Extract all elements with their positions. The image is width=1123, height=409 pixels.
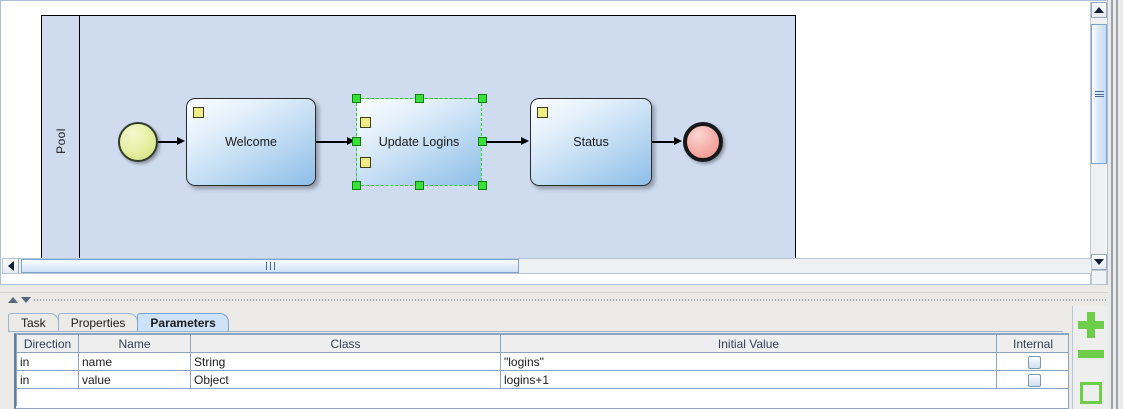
canvas-horizontal-scrollbar[interactable] bbox=[2, 258, 1092, 274]
splitter-grip bbox=[34, 299, 1117, 301]
column-header-internal[interactable]: Internal bbox=[996, 334, 1068, 353]
column-header-name[interactable]: Name bbox=[78, 334, 191, 353]
horizontal-scrollbar-thumb[interactable] bbox=[21, 259, 519, 273]
task-type-marker-icon bbox=[360, 157, 371, 168]
task-node-status[interactable]: Status bbox=[530, 98, 652, 186]
sequence-flow-status-end[interactable] bbox=[652, 141, 676, 143]
parameters-table: Direction Name Class Initial Value Inter… bbox=[16, 334, 1068, 406]
task-node-update-logins[interactable]: Update Logins bbox=[356, 98, 482, 186]
chevron-left-icon bbox=[7, 261, 14, 271]
sequence-flow-arrow bbox=[177, 137, 185, 145]
cell-name[interactable]: name bbox=[78, 352, 191, 371]
pool-header: Pool bbox=[42, 16, 80, 269]
column-header-initial-value[interactable]: Initial Value bbox=[500, 334, 997, 353]
window-frame-bar bbox=[1116, 0, 1118, 409]
pool-label: Pool bbox=[54, 127, 68, 154]
scroll-down-button[interactable] bbox=[1091, 254, 1107, 270]
vertical-scrollbar-thumb[interactable] bbox=[1091, 24, 1107, 164]
window-right-edge bbox=[1108, 0, 1123, 409]
task-label: Welcome bbox=[225, 135, 277, 149]
cell-initial-value[interactable]: "logins" bbox=[500, 352, 997, 371]
add-parameter-button[interactable] bbox=[1078, 312, 1104, 338]
parameters-table-container[interactable]: Direction Name Class Initial Value Inter… bbox=[14, 333, 1069, 409]
column-header-direction[interactable]: Direction bbox=[16, 334, 79, 353]
grip-icon bbox=[1094, 90, 1104, 99]
cell-class[interactable]: Object bbox=[190, 370, 501, 389]
sequence-flow-arrow bbox=[674, 137, 682, 145]
sequence-flow-arrow bbox=[347, 137, 355, 145]
scrollbar-corner bbox=[1091, 270, 1107, 285]
checkbox-internal[interactable] bbox=[1028, 373, 1041, 387]
cell-direction[interactable]: in bbox=[16, 370, 79, 389]
task-type-marker-icon bbox=[537, 107, 548, 118]
diagram-canvas-panel[interactable]: Pool Welcome Update Logins bbox=[0, 0, 1108, 285]
column-header-class[interactable]: Class bbox=[190, 334, 501, 353]
selection-handle-s[interactable] bbox=[415, 181, 424, 190]
checkbox-internal[interactable] bbox=[1028, 355, 1041, 369]
task-node-welcome[interactable]: Welcome bbox=[186, 98, 316, 186]
canvas-vertical-scrollbar[interactable] bbox=[1090, 2, 1107, 285]
end-event-node[interactable] bbox=[683, 122, 723, 162]
cell-name[interactable]: value bbox=[78, 370, 191, 389]
splitter-collapse-down-icon[interactable] bbox=[21, 297, 31, 303]
tab-task[interactable]: Task bbox=[8, 313, 59, 332]
scroll-left-button[interactable] bbox=[3, 259, 19, 273]
cell-internal[interactable] bbox=[996, 352, 1068, 371]
task-type-marker-icon bbox=[193, 107, 204, 118]
properties-panel: Task Properties Parameters Direction Nam… bbox=[0, 306, 1123, 409]
diagram-canvas[interactable]: Pool Welcome Update Logins bbox=[3, 3, 1090, 274]
chevron-down-icon bbox=[1094, 259, 1104, 265]
grip-icon bbox=[264, 259, 276, 273]
tab-properties[interactable]: Properties bbox=[57, 313, 139, 332]
table-row[interactable]: in name String "logins" bbox=[16, 352, 1068, 371]
remove-parameter-button[interactable] bbox=[1078, 350, 1104, 358]
table-row[interactable]: in value Object logins+1 bbox=[16, 370, 1068, 389]
panel-tabs: Task Properties Parameters bbox=[8, 312, 229, 332]
window-frame-bar bbox=[1111, 0, 1113, 409]
task-label: Update Logins bbox=[378, 135, 460, 149]
selection-handle-n[interactable] bbox=[415, 94, 424, 103]
start-event-node[interactable] bbox=[118, 122, 158, 162]
scroll-up-button[interactable] bbox=[1091, 2, 1107, 18]
sequence-flow-arrow bbox=[521, 137, 529, 145]
empty-space bbox=[16, 388, 1068, 406]
sequence-flow-update-status[interactable] bbox=[486, 141, 522, 143]
selection-handle-sw[interactable] bbox=[352, 181, 361, 190]
sequence-flow-welcome-update[interactable] bbox=[316, 141, 348, 143]
table-empty-area bbox=[16, 388, 1068, 406]
task-type-marker-icon bbox=[360, 117, 371, 128]
cell-internal[interactable] bbox=[996, 370, 1068, 389]
tab-parameters[interactable]: Parameters bbox=[137, 313, 229, 332]
tabs-underline bbox=[8, 331, 1063, 332]
cell-class[interactable]: String bbox=[190, 352, 501, 371]
edit-parameter-button[interactable] bbox=[1080, 382, 1102, 404]
splitter-collapse-up-icon[interactable] bbox=[8, 297, 18, 303]
selection-handle-ne[interactable] bbox=[478, 94, 487, 103]
cell-direction[interactable]: in bbox=[16, 352, 79, 371]
task-label: Status bbox=[573, 135, 609, 149]
selection-handle-se[interactable] bbox=[478, 181, 487, 190]
selection-handle-w[interactable] bbox=[352, 137, 361, 146]
panel-splitter[interactable] bbox=[0, 292, 1123, 306]
parameter-actions-toolbar bbox=[1072, 306, 1108, 409]
chevron-up-icon bbox=[1094, 7, 1104, 13]
cell-initial-value[interactable]: logins+1 bbox=[500, 370, 997, 389]
table-header-row: Direction Name Class Initial Value Inter… bbox=[16, 334, 1068, 353]
selection-handle-nw[interactable] bbox=[352, 94, 361, 103]
sequence-flow-start-welcome[interactable] bbox=[158, 141, 178, 143]
